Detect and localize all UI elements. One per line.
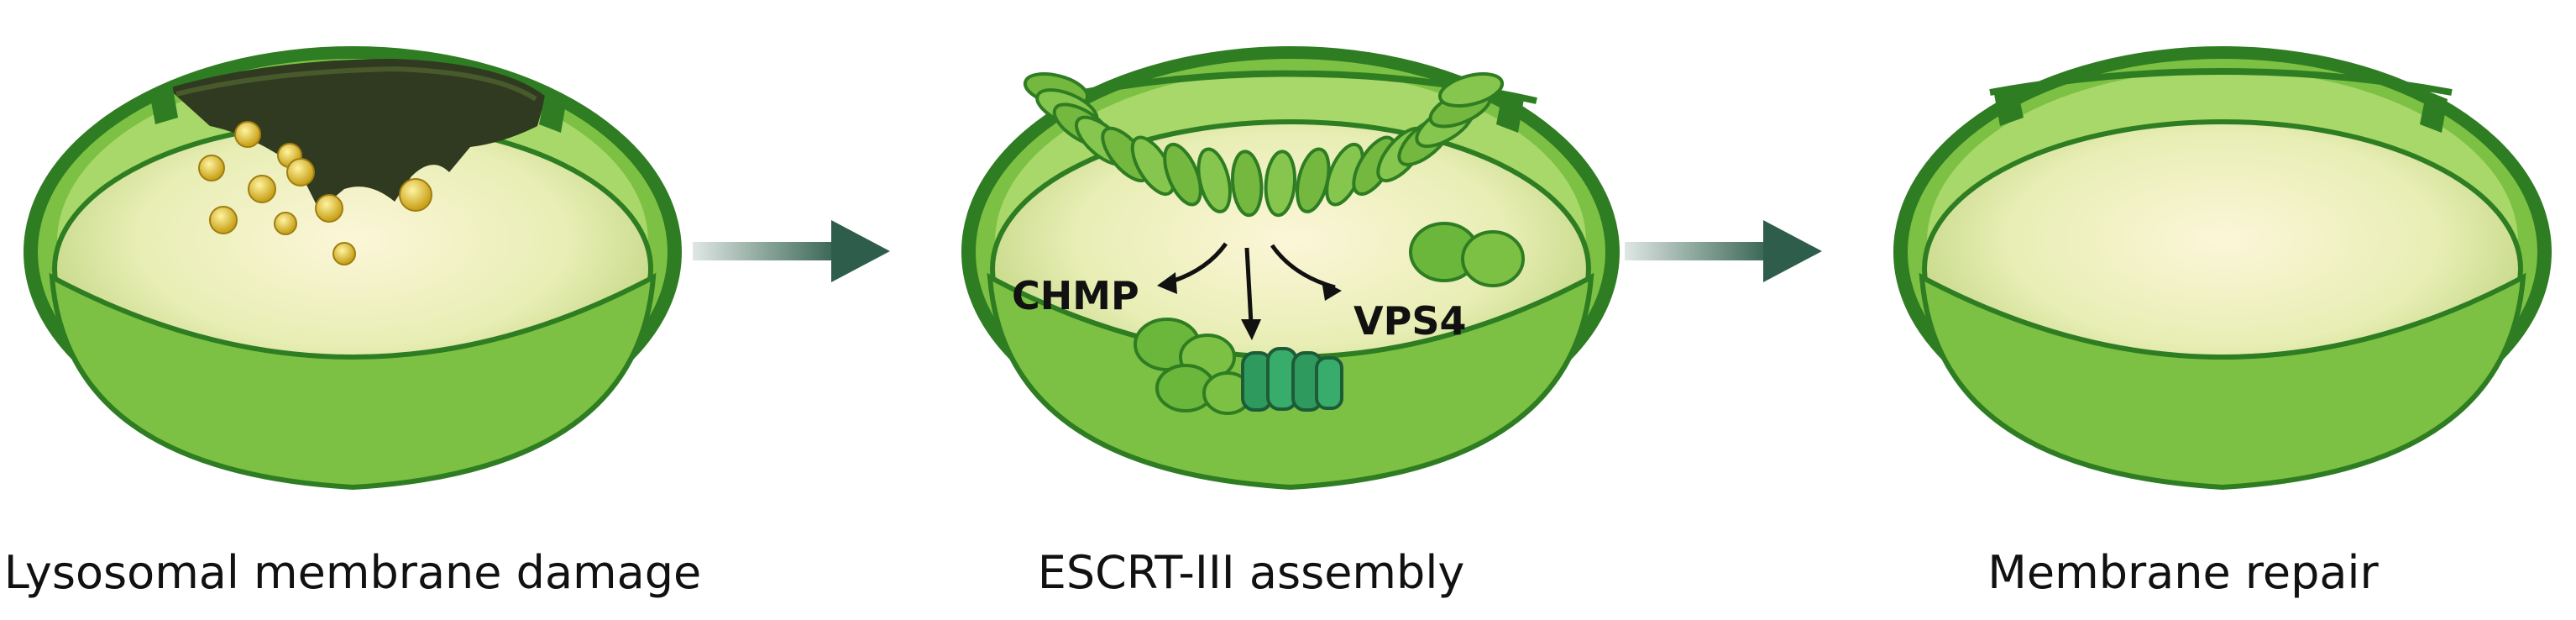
- panel-membrane-repair: [1893, 46, 2552, 491]
- content-particle: [315, 194, 343, 223]
- panel-damage: [24, 46, 682, 491]
- escrt-iii-subunit: [1264, 150, 1296, 218]
- escrt-iii-filament: [1023, 72, 1505, 218]
- content-particle: [399, 178, 432, 212]
- escrt-iii-subunit: [1437, 72, 1505, 108]
- lumen-content-particles: [198, 121, 432, 265]
- content-particle: [198, 155, 225, 181]
- content-particle: [332, 242, 356, 265]
- vps4-label: VPS4: [1353, 298, 1466, 344]
- panel-escrt-assembly: CHMP VPS4: [961, 46, 1620, 491]
- caption-escrt-assembly: ESCRT-III assembly: [1038, 546, 1465, 599]
- content-particle: [248, 175, 276, 203]
- content-particle: [209, 206, 238, 234]
- membrane-tear: [168, 59, 546, 210]
- escrt-iii-subunit: [1231, 150, 1264, 218]
- caption-membrane-repair: Membrane repair: [1987, 546, 2379, 599]
- content-particle: [286, 158, 315, 187]
- free-escrt-subunit: [1409, 222, 1525, 287]
- content-particle: [274, 212, 297, 235]
- escrt-iii-subunit: [1163, 142, 1202, 207]
- process-arrow: [1625, 220, 1822, 282]
- process-arrow: [693, 220, 890, 282]
- escrt-iii-subunit: [1196, 147, 1232, 213]
- content-particle: [234, 121, 261, 148]
- recruitment-arrows: [1157, 242, 1342, 340]
- chmp-proteins: [1134, 318, 1253, 415]
- caption-damage: Lysosomal membrane damage: [4, 546, 701, 599]
- vps4-complex: [1241, 347, 1343, 412]
- chmp-label: CHMP: [1012, 273, 1139, 318]
